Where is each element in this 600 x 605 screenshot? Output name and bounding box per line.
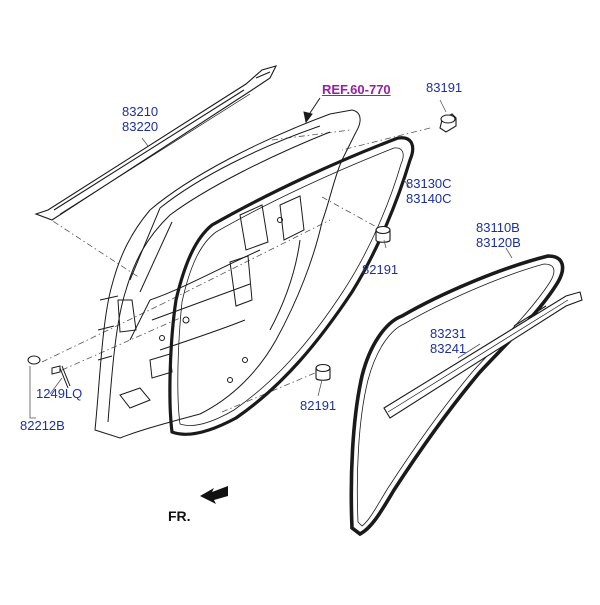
part-number-line: 83231: [430, 326, 467, 341]
part-number-line: 83241: [430, 341, 467, 356]
front-direction-label: FR.: [168, 508, 191, 524]
part-number-82191-upper[interactable]: 82191: [362, 262, 398, 277]
part-number-line: 83191: [426, 80, 463, 95]
part-number-83130c[interactable]: 83130C 83140C: [406, 176, 452, 206]
reference-label[interactable]: REF.60-770: [322, 82, 391, 97]
part-number-line: 82212B: [20, 418, 65, 433]
part-number-82191-lower[interactable]: 82191: [300, 398, 336, 413]
part-number-line: 83120B: [476, 235, 521, 250]
part-number-83191[interactable]: 83191: [426, 80, 462, 95]
part-number-line: 83140C: [406, 191, 452, 206]
part-number-line: 83110B: [476, 220, 520, 235]
glass-run-channel: [383, 291, 583, 419]
part-number-83110b[interactable]: 83110B 83120B: [476, 220, 521, 250]
part-number-83210[interactable]: 83210 83220: [122, 104, 158, 134]
leader-lines: [29, 99, 513, 419]
part-number-line: 83220: [122, 119, 159, 134]
door-panel: [94, 109, 361, 439]
projection-lines: [41, 127, 431, 413]
door-stopper-parts: [315, 113, 457, 381]
part-number-line: 83210: [122, 104, 159, 119]
belt-moulding: [34, 65, 278, 221]
part-number-82212b[interactable]: 82212B: [20, 418, 65, 433]
door-frame-weatherstrip: [168, 136, 415, 436]
opening-weatherstrip: [349, 254, 565, 537]
ref-arrow: [303, 97, 321, 124]
part-number-line: 82191: [300, 398, 337, 413]
front-direction-arrow: [200, 486, 228, 504]
part-number-line: 83130C: [406, 176, 452, 191]
part-number-line: 82191: [362, 262, 399, 277]
bolt-and-clip: [27, 355, 71, 389]
part-number-line: 1249LQ: [36, 386, 83, 401]
part-number-1249lq[interactable]: 1249LQ: [36, 386, 82, 401]
part-number-83231[interactable]: 83231 83241: [430, 326, 466, 356]
